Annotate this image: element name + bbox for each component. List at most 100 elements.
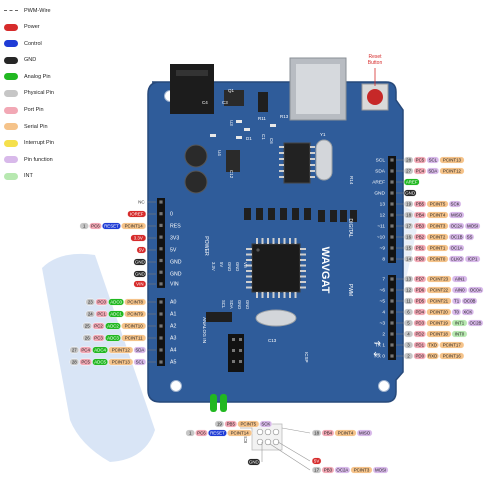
smd-component xyxy=(236,136,242,139)
silk-label: C6 xyxy=(269,138,274,144)
smd-component xyxy=(304,208,311,220)
chip-pin xyxy=(279,152,284,154)
header-pin xyxy=(159,270,163,274)
right-pin-tag-text: PCINT17 xyxy=(443,343,462,348)
header-pin xyxy=(239,338,242,341)
chip-pin xyxy=(246,281,252,283)
pin-leader xyxy=(281,427,311,434)
right-pin-tag xyxy=(403,275,414,283)
right-pin-tag-text: PC5 xyxy=(416,158,425,163)
right-pin-tag-text: PCINT13 xyxy=(443,158,462,163)
right-pin-tag xyxy=(461,297,478,305)
silk-pin-label: 3V3 xyxy=(170,236,179,242)
header-pin xyxy=(159,324,163,328)
legend-swatch xyxy=(4,123,18,131)
icsp-pin-left-tag-text: 1 xyxy=(189,431,192,436)
right-pin-tag-text: PCINT3 xyxy=(430,224,446,229)
header-pin xyxy=(390,224,394,228)
right-pin-tag xyxy=(448,255,465,263)
left-power-pin-tag xyxy=(133,270,147,278)
right-pin-tag xyxy=(439,352,465,360)
left-power-pin-tag xyxy=(133,280,147,288)
right-pin-tag-text: TXD xyxy=(428,343,437,348)
legend-item: Serial Pin xyxy=(4,120,84,133)
icsp-pin-left-tag xyxy=(227,429,253,437)
silk-label: Y1 xyxy=(320,132,326,137)
right-pin-tag-text: T0 xyxy=(454,310,460,315)
icsp-pin-right-tag xyxy=(356,429,373,437)
right-pin-tag xyxy=(403,286,414,294)
right-pin-tag xyxy=(439,341,465,349)
right-pin-tag-text: PCINT23 xyxy=(430,277,449,282)
left-analog-pin-tag-text: PC2 xyxy=(94,324,103,329)
left-analog-pin-tag-text: PC4 xyxy=(81,348,90,353)
icsp-pin-left-tag xyxy=(195,429,208,437)
header-left-analog xyxy=(157,298,165,366)
right-pin-tag-text: MOSI xyxy=(467,224,478,229)
header-pin xyxy=(232,360,235,363)
left-analog-pin-tag-text: PCINT11 xyxy=(125,336,143,341)
right-pin-tag-text: 17 xyxy=(406,224,411,229)
legend-swatch xyxy=(4,56,18,64)
smd-component xyxy=(210,134,216,137)
left-analog-pin-tag-text: 25 xyxy=(85,324,90,329)
silk-label: U4 xyxy=(217,150,222,156)
brand-label: WAVGAT xyxy=(319,247,331,294)
icsp-pin-left-tag-text: SCK xyxy=(261,422,270,427)
icsp-pin-right-tag-text: MOSI xyxy=(375,468,386,473)
chip-pin xyxy=(246,270,252,272)
silk-pin-label: 5V xyxy=(219,262,224,267)
right-pin-tag-text: PCINT18 xyxy=(430,332,449,337)
right-pin-tag xyxy=(403,244,414,252)
legend-label: Interrupt Pin xyxy=(24,140,54,147)
left-analog-pin-tag-text: SCL xyxy=(136,360,145,365)
legend-label: Port Pin xyxy=(24,107,44,114)
smd-component xyxy=(318,210,325,222)
header-pin xyxy=(159,312,163,316)
chip-pin xyxy=(310,152,315,154)
silk-pin-label: A5 xyxy=(170,360,176,366)
left-analog-pin-tag-text: PCINT8 xyxy=(127,300,143,305)
silk-pin-label: A0 xyxy=(170,300,176,306)
right-pin-tag xyxy=(403,178,420,186)
header-pin xyxy=(159,223,163,227)
right-pin-tag xyxy=(426,233,449,241)
legend-swatch xyxy=(4,139,18,147)
right-pin-tag-text: 13 xyxy=(406,277,411,282)
silk-pin-label: GND xyxy=(170,272,182,278)
left-analog-pin-tag xyxy=(121,334,147,342)
silk-label: C3 xyxy=(222,100,228,105)
smd-component xyxy=(340,210,347,222)
left-analog-pin-tag xyxy=(79,346,93,354)
right-pin-tag xyxy=(413,275,427,283)
capacitor xyxy=(184,144,208,168)
icsp-pin-left-tag xyxy=(224,420,238,428)
smd-component xyxy=(350,210,357,222)
left-analog-pin-tag-text: PCINT9 xyxy=(127,312,143,317)
right-pin-tag xyxy=(464,255,481,263)
reset-label: Button xyxy=(368,60,383,66)
right-pin-tag-text: PB5 xyxy=(416,202,425,207)
left-power-pin-tag xyxy=(133,258,147,266)
header-pin xyxy=(159,282,163,286)
chip-pin xyxy=(310,164,315,166)
chip-pin xyxy=(278,292,280,298)
silk-pin-label: GND xyxy=(237,300,242,309)
pin-leader xyxy=(277,441,311,462)
left-analog-pin-tag xyxy=(79,358,93,366)
right-pin-tag-text: GND xyxy=(405,191,415,196)
header-pin xyxy=(390,299,394,303)
icsp-pin-right-tag xyxy=(334,466,351,474)
icsp-pin-right-tag-text: PCINT3 xyxy=(354,468,370,473)
icsp-pin-left-tag-text: PCINT5 xyxy=(240,422,256,427)
silk-section-label: DIGITAL xyxy=(347,218,353,237)
legend-label: Analog Pin xyxy=(24,73,51,80)
left-power-pin-tag xyxy=(121,222,147,230)
right-pin-tag xyxy=(413,330,427,338)
right-pin-tag-text: OC2A xyxy=(451,224,463,229)
chip-pin xyxy=(279,158,284,160)
silk-pin-label: VIN xyxy=(170,282,179,288)
silk-label: D1 xyxy=(246,136,252,141)
right-pin-tag xyxy=(451,308,462,316)
